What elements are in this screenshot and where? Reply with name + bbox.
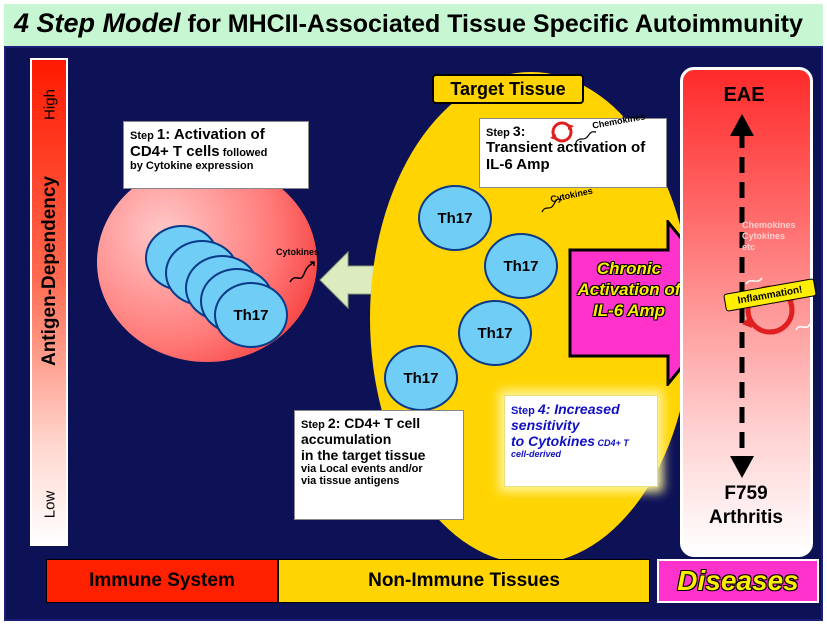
step2-line3: in the target tissue xyxy=(301,447,426,463)
step2-line2: accumulation xyxy=(301,431,392,447)
disease-cytokines: Cytokines xyxy=(742,231,786,241)
th17-label: Th17 xyxy=(403,369,439,387)
disease-etc: etc xyxy=(742,242,756,252)
step2-box: Step 2: CD4+ T cell accumulation in the … xyxy=(294,410,464,520)
title-model-name: 4 Step Model xyxy=(14,8,181,38)
step4-line4: cell-derived xyxy=(511,449,562,459)
immune-system-label: Immune System xyxy=(46,559,278,603)
target-tissue-label: Target Tissue xyxy=(432,74,584,104)
step1-prefix: Step xyxy=(130,130,157,142)
chronic-line1: Chronic xyxy=(596,259,662,278)
chronic-line3: IL-6 Amp xyxy=(592,301,666,320)
disease-bottom: F759 Arthritis xyxy=(690,482,802,530)
step3-prefix: Step xyxy=(486,127,513,139)
non-immune-tissues-label: Non-Immune Tissues xyxy=(278,559,650,603)
disease-mediators: Chemokines Cytokines etc xyxy=(742,220,812,253)
diseases-label: Diseases xyxy=(657,559,819,603)
step1-cells: CD4+ T cells xyxy=(130,143,220,160)
step4-line3b: CD4+ T xyxy=(595,438,629,448)
step1-box: Step 1: Activation of CD4+ T cells follo… xyxy=(123,121,309,189)
th17-cell: Th17 xyxy=(418,185,492,251)
step3-line2: Transient activation of xyxy=(486,139,646,156)
step4-line3: to Cytokines xyxy=(511,433,596,449)
step4-prefix: Step xyxy=(511,405,538,417)
chronic-line2: Activation of xyxy=(577,280,681,299)
th17-cell: Th17 xyxy=(214,282,288,348)
title-rest: for MHCII-Associated Tissue Specific Aut… xyxy=(180,10,803,38)
chronic-activation-text: Chronic Activation of IL-6 Amp xyxy=(574,258,684,321)
step1-cytokine-expression: by Cytokine expression xyxy=(130,160,254,172)
step3-line3: IL-6 Amp xyxy=(486,156,550,173)
step2-line4: via Local events and/or xyxy=(301,463,423,475)
th17-label: Th17 xyxy=(503,257,539,275)
disease-eae: EAE xyxy=(723,84,765,106)
antigen-axis-label: Antigen-Dependency xyxy=(39,175,60,367)
cytokine-squiggle-icon xyxy=(541,198,563,213)
disease-chemokines: Chemokines xyxy=(742,220,796,230)
step3-num: 3: xyxy=(512,123,526,139)
il6-amp-cycle-icon xyxy=(550,121,574,143)
th17-label: Th17 xyxy=(233,306,269,324)
step2-num: 2: CD4+ T cell xyxy=(327,415,421,431)
antigen-dependency-bar: High Antigen-Dependency Low xyxy=(30,58,68,546)
antigen-high-label: High xyxy=(41,89,59,120)
step4-num: 4: Increased xyxy=(537,401,620,417)
step4-box: Step 4: Increased sensitivity to Cytokin… xyxy=(504,395,658,487)
disease-f759: F759 xyxy=(724,483,768,504)
step1-title: 1: Activation of xyxy=(156,126,265,143)
step3-box: Step 3: Transient activation of IL-6 Amp xyxy=(479,118,667,188)
th17-label: Th17 xyxy=(437,209,473,227)
step2-line5: via tissue antigens xyxy=(301,475,400,487)
th17-cell: Th17 xyxy=(458,300,532,366)
th17-cell: Th17 xyxy=(484,233,558,299)
cytokines-label: Cytokines xyxy=(276,247,320,257)
page-title: 4 Step Model for MHCII-Associated Tissue… xyxy=(4,4,823,46)
cytokine-squiggle-icon xyxy=(289,261,315,283)
th17-label: Th17 xyxy=(477,324,513,342)
step1-followed: followed xyxy=(219,147,268,159)
chemokine-squiggle-icon xyxy=(575,131,597,143)
step2-prefix: Step xyxy=(301,419,328,431)
antigen-low-label: Low xyxy=(41,490,59,519)
th17-cell: Th17 xyxy=(384,345,458,411)
disease-arthritis: Arthritis xyxy=(709,507,783,528)
step4-line2: sensitivity xyxy=(511,417,580,433)
